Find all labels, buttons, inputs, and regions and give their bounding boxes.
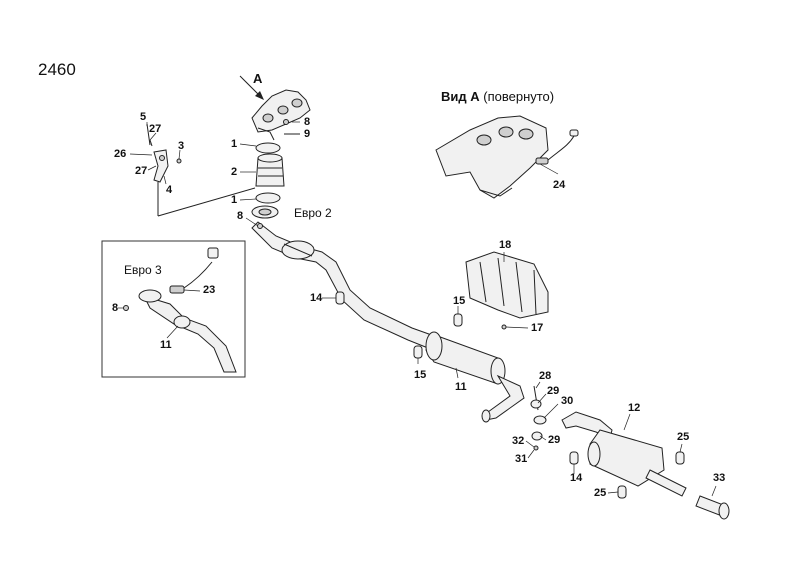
rubber-hanger-15a: [453, 313, 463, 327]
view-a-caption: Вид А (повернуто): [441, 89, 554, 104]
callout-17: 17: [531, 322, 544, 334]
callout-14: 14: [570, 472, 583, 484]
rubber-hanger-14a: [335, 291, 345, 305]
oxygen-sensor-euro3: [169, 247, 219, 294]
callout-26: 26: [114, 148, 127, 160]
view-a-manifold: [435, 115, 549, 199]
callout-31: 31: [515, 453, 528, 465]
front-pipe-euro3: [138, 289, 237, 373]
front-pipe-euro2: [251, 221, 441, 353]
callout-23: 23: [203, 284, 216, 296]
rubber-hanger-25a: [675, 451, 685, 465]
rubber-hanger-25b: [617, 485, 627, 499]
callout-24: 24: [553, 179, 566, 191]
center-muffler: [425, 331, 525, 423]
callout-18: 18: [499, 239, 512, 251]
callout-8: 8: [237, 210, 244, 222]
callout-30: 30: [561, 395, 574, 407]
bolt-8b: [257, 223, 263, 229]
exhaust-manifold: [251, 89, 311, 141]
catalytic-converter: [255, 153, 285, 187]
manifold-gasket-top: [255, 142, 281, 154]
callout-27: 27: [149, 123, 162, 135]
bolt-8c: [123, 305, 129, 311]
callout-8: 8: [112, 302, 119, 314]
diagram-number: 2460: [38, 60, 76, 79]
downpipe-flange: [251, 205, 279, 219]
callout-14: 14: [310, 292, 323, 304]
callout-2: 2: [231, 166, 238, 178]
leader-lines: [118, 121, 717, 497]
bolt-8a: [283, 119, 289, 125]
callout-27: 27: [135, 165, 148, 177]
euro3-label: Евро 3: [124, 263, 162, 277]
rear-muffler: [561, 411, 687, 497]
callout-5: 5: [140, 111, 147, 123]
callout-25: 25: [677, 431, 690, 443]
callout-33: 33: [713, 472, 726, 484]
view-arrow-label: А: [253, 71, 263, 86]
callout-3: 3: [178, 140, 185, 152]
rubber-hanger-14b: [569, 451, 579, 465]
callout-11: 11: [455, 381, 467, 393]
callout-29: 29: [547, 385, 560, 397]
callout-8: 8: [304, 116, 311, 128]
euro2-label: Евро 2: [294, 206, 332, 220]
callout-28: 28: [539, 370, 552, 382]
callout-4: 4: [166, 184, 173, 196]
view-a-caption-rest: (повернуто): [479, 89, 555, 104]
oxygen-sensor-view-a: [535, 129, 579, 165]
bolt-17: [501, 324, 507, 330]
callout-25: 25: [594, 487, 607, 499]
manifold-gasket-bottom: [255, 192, 281, 204]
tailpipe-tip: [695, 495, 730, 520]
euro3-inset-frame: [101, 240, 246, 378]
callout-1: 1: [231, 138, 238, 150]
callout-15: 15: [414, 369, 427, 381]
callout-29: 29: [548, 434, 561, 446]
callout-15: 15: [453, 295, 466, 307]
callout-1: 1: [231, 194, 238, 206]
heat-shield: [465, 251, 549, 319]
callout-32: 32: [512, 435, 525, 447]
bracket-assembly: [146, 123, 256, 217]
callout-11: 11: [160, 339, 172, 351]
callout-12: 12: [628, 402, 641, 414]
clamp-assembly: [530, 385, 547, 451]
view-a-caption-bold: Вид А: [441, 89, 480, 104]
rubber-hanger-15b: [413, 345, 423, 359]
view-a-arrow-icon: [239, 75, 264, 100]
callout-9: 9: [304, 128, 311, 140]
